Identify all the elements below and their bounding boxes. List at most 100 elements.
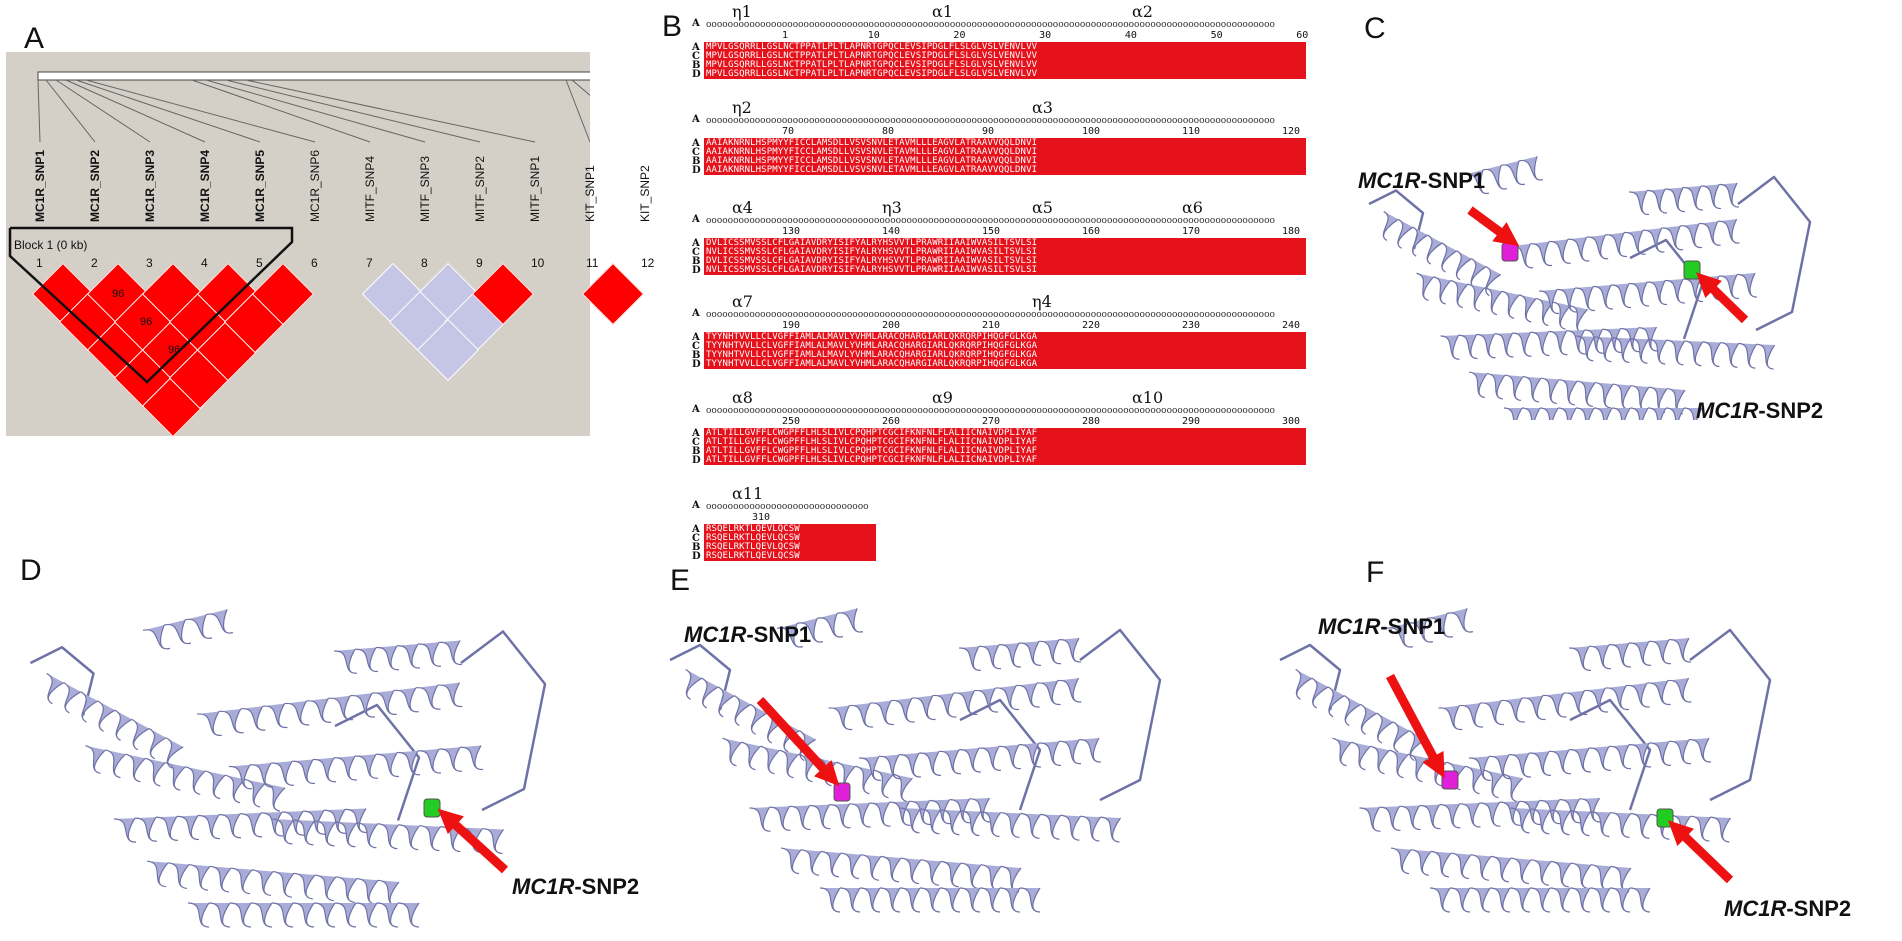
sequence-id: D [692,68,701,80]
panel-label-a: A [24,22,45,55]
alpha-helix [1568,637,1692,671]
sequence-id: B [692,255,701,267]
alpha-helix [1390,847,1632,893]
sequence-text: AAIAKNRNLHSPMYYFICCLAMSDLLVSVSNVLETAVMLL… [704,138,1306,148]
alpha-helix [1503,407,1703,420]
helix-label: α7 [732,292,753,311]
sequence-text: ATLTILLGVFFLCWGPFFLHLSLIVLCPQHPTCGCIFKNF… [704,446,1306,456]
helix-label: α4 [732,198,753,217]
residue-number: 270 [982,416,1001,427]
helix-label: α3 [1032,98,1053,117]
helix-label: α5 [1032,198,1053,217]
snp-name: MITF_SNP1 [528,155,542,222]
helix-label: η1 [732,2,752,21]
snp-position-line [75,79,261,143]
sequence-text: AAIAKNRNLHSPMYYFICCLAMSDLLVSVSNVLETAVMLL… [704,156,1306,166]
sequence-id: D [692,454,701,466]
snp-position-line [205,79,426,143]
helix-label: α11 [732,484,764,503]
residue-number: 30 [1039,30,1052,41]
residue-number: 1 [782,30,789,41]
sequence-text: AAIAKNRNLHSPMYYFICCLAMSDLLVSVSNVLETAVMLL… [704,147,1306,157]
snp-index: 1 [36,256,43,270]
ld-value: 96 [140,316,153,328]
alpha-helix [142,609,234,650]
residue-number: 120 [1282,126,1301,137]
panel-label-d: D [20,554,42,587]
panel-label-c: C [1364,12,1386,45]
residue-number: 50 [1210,30,1223,41]
alpha-helix [685,668,817,762]
coil-loop [1737,175,1812,332]
ss-row-label: A [692,500,700,511]
alpha-helix [819,887,1041,913]
residue-number: 10 [867,30,880,41]
ld-value: 96 [112,288,125,300]
sequence-id: C [692,340,700,352]
block-label: Block 1 (0 kb) [14,238,88,252]
alpha-helix [958,637,1082,671]
snp-name: MC1R_SNP6 [308,149,322,222]
sequence-text: RSQELRKTLQEVLQCSW [704,533,876,543]
sequence-id: C [692,532,700,544]
sequence-text: DVLICSSMVSSLCFLGAIAVDRYISIFYALRYHSVVTLPR… [704,238,1306,248]
snp2-label-d: MC1R-SNP2 [512,874,640,899]
residue-number: 240 [1282,320,1301,331]
residue-number: 280 [1082,416,1101,427]
helix-label: α1 [932,2,953,21]
arrow-shaft [1674,826,1734,884]
snp1-label-e: MC1R-SNP1 [684,622,812,647]
alpha-helix [333,640,463,674]
snp-position-line [245,79,536,143]
snp-index: 3 [146,256,153,270]
helix-label: η2 [732,98,752,117]
ld-value: 96 [168,344,181,356]
coil-loop [460,630,547,812]
snp-name: MITF_SNP4 [363,155,377,222]
arrow-head [1695,272,1722,298]
ss-row-label: A [692,404,700,415]
panel-label-f: F [1366,556,1385,589]
residue-number: 90 [982,126,995,137]
sequence-text: NVLICSSMVSSLCFLGAIAVDRYISIFYALRYHSVVTLPR… [704,265,1306,275]
protein-structure-e [669,608,1162,913]
snp-name: MITF_SNP3 [418,155,432,222]
coil-loop [1569,698,1652,811]
protein-structure-f [1279,608,1772,913]
helix-label: α2 [1132,2,1153,21]
ss-row-label: A [692,214,700,225]
alpha-helix [828,677,1082,731]
sequence-id: D [692,550,701,562]
helix-label: α9 [932,388,953,407]
snp1-label-f: MC1R-SNP1 [1318,614,1446,639]
residue-number: 250 [782,416,801,427]
snp-position-line [191,79,371,143]
protein-structure-d [29,609,547,928]
sequence-text: MPVLGSQRRLLGSLNCTPPATLPLTLAPNRTGPQCLEVSI… [704,42,1306,52]
residue-number: 60 [1296,30,1309,41]
snp-name: KIT_SNP1 [583,165,597,222]
snp-name: MC1R_SNP5 [253,149,267,222]
snp-index: 6 [311,256,318,270]
sequence-text: ATLTILLGVFFLCWGPFFLHLSLIVLCPQHPTCGCIFKNF… [704,455,1306,465]
arrow-head [1667,820,1694,846]
helix-label: α10 [1132,388,1164,407]
snp-position-line [565,79,590,143]
snp-name: MC1R_SNP2 [88,149,102,222]
helix-label: α6 [1182,198,1203,217]
sequence-text: DVLICSSMVSSLCFLGAIAVDRYISIFYALRYHSVVTLPR… [704,256,1306,266]
sequence-text: AAIAKNRNLHSPMYYFICCLAMSDLLVSVSNVLETAVMLL… [704,165,1306,175]
panel-label-e: E [670,564,691,597]
snp-index: 5 [256,256,263,270]
snp-index: 10 [531,256,545,270]
residue-number: 130 [782,226,801,237]
residue-number: 260 [882,416,901,427]
snp2-marker [1683,260,1701,280]
